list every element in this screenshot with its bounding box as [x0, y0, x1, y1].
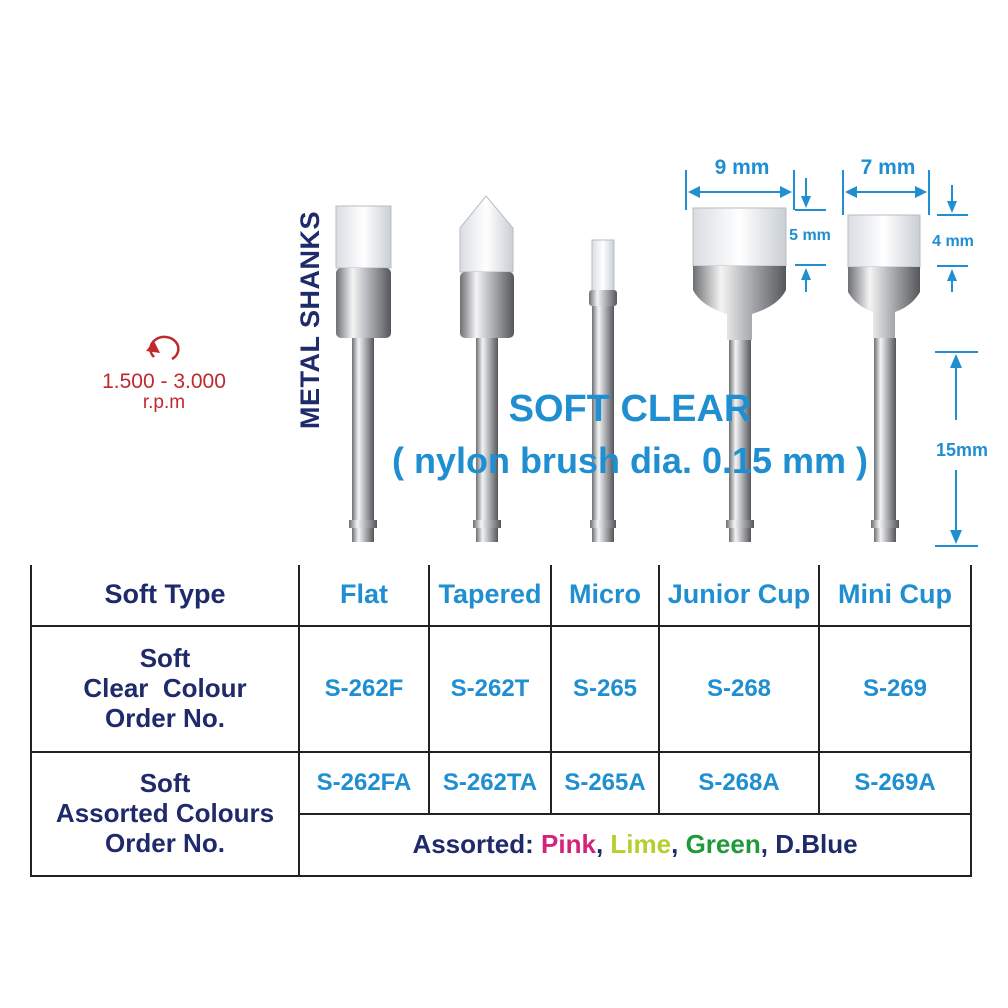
table-row-colors: Assorted: Pink, Lime, Green, D.Blue — [31, 813, 972, 877]
brush-illustrations — [335, 170, 978, 547]
table-row-clear: Soft Clear Colour Order No. S-262F S-262… — [30, 625, 972, 753]
table-row-types: Soft Type Flat Tapered Micro Junior Cup … — [30, 565, 972, 627]
color-lime: Lime — [610, 829, 672, 860]
clear-label-line2: Clear Colour — [83, 673, 247, 704]
assorted-code-flat: S-262FA — [298, 751, 430, 815]
type-header: Soft Type — [30, 565, 300, 627]
dimension-marks — [685, 170, 978, 547]
separator: , — [671, 829, 679, 860]
rpm-unit: r.p.m — [142, 392, 186, 413]
rotation-arrow-icon — [146, 335, 180, 361]
junior-cup-brush — [692, 207, 787, 542]
mini-width-label: 7 mm — [860, 156, 916, 179]
clear-code-mini-cup: S-269 — [818, 625, 972, 753]
type-micro: Micro — [550, 565, 660, 627]
clear-label-line3: Order No. — [105, 702, 225, 733]
spec-table: Soft Type Flat Tapered Micro Junior Cup … — [30, 565, 972, 877]
assorted-colors: Assorted: Pink, Lime, Green, D.Blue — [298, 813, 972, 877]
type-junior-cup: Junior Cup — [658, 565, 820, 627]
assorted-label-line1: Soft — [139, 768, 191, 799]
shank-length-label: 15mm — [935, 440, 989, 460]
product-subtitle: ( nylon brush dia. 0.15 mm ) — [391, 440, 869, 481]
clear-code-flat: S-262F — [298, 625, 430, 753]
assorted-code-mini-cup: S-269A — [818, 751, 972, 815]
mini-height-label: 4 mm — [932, 233, 974, 250]
tapered-brush — [459, 195, 514, 542]
table-row-assorted: Soft Assorted Colours Order No. S-262FA … — [30, 751, 972, 877]
separator: , — [595, 829, 604, 860]
clear-code-tapered: S-262T — [428, 625, 552, 753]
color-dblue: D.Blue — [775, 829, 858, 860]
assorted-label-line2: Assorted Colours — [55, 798, 275, 829]
clear-code-micro: S-265 — [550, 625, 660, 753]
assorted-code-micro: S-265A — [550, 751, 660, 815]
micro-brush — [589, 239, 617, 542]
clear-code-junior-cup: S-268 — [658, 625, 820, 753]
product-title: SOFT CLEAR — [508, 388, 752, 430]
flat-brush — [335, 205, 392, 542]
clear-label-line1: Soft — [139, 643, 191, 674]
type-mini-cup: Mini Cup — [818, 565, 972, 627]
junior-width-label: 9 mm — [714, 156, 770, 179]
color-pink: Pink — [541, 829, 596, 860]
assorted-label: Soft Assorted Colours Order No. — [30, 751, 300, 877]
assorted-code-junior-cup: S-268A — [658, 751, 820, 815]
junior-height-label: 5 mm — [789, 227, 831, 244]
assorted-label-line3: Order No. — [105, 827, 225, 858]
mini-cup-brush — [847, 214, 921, 542]
assorted-prefix: Assorted: — [412, 829, 534, 860]
separator: , — [760, 829, 768, 860]
assorted-code-tapered: S-262TA — [428, 751, 552, 815]
rpm-range: 1.500 - 3.000 — [102, 370, 226, 393]
clear-label: Soft Clear Colour Order No. — [30, 625, 300, 753]
type-flat: Flat — [298, 565, 430, 627]
color-green: Green — [685, 829, 761, 860]
type-tapered: Tapered — [428, 565, 552, 627]
